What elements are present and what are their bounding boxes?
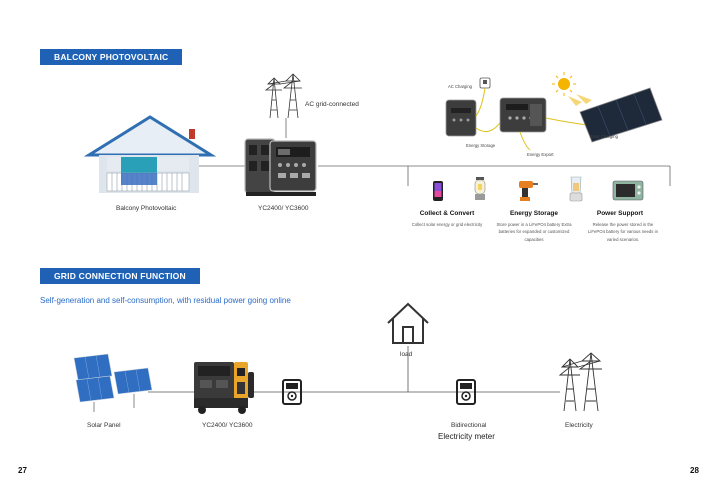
yc-device-icon bbox=[194, 362, 254, 414]
transmission-tower-icon bbox=[264, 73, 302, 119]
phone-icon bbox=[433, 181, 443, 201]
inset-energy-storage: Energy Storage bbox=[466, 143, 496, 148]
drill-icon bbox=[519, 181, 538, 201]
electricity-label: Electricity bbox=[565, 422, 593, 429]
bidirectional-meter-icon bbox=[456, 379, 476, 405]
device-label-bottom: YC2400/ YC3600 bbox=[202, 422, 253, 429]
inset-solar-charging: Solar Charging bbox=[590, 134, 618, 139]
tower-label: AC grid-connected bbox=[305, 101, 359, 108]
feature-title-collect: Collect & Convert bbox=[419, 210, 475, 217]
page-number-left: 27 bbox=[18, 466, 27, 475]
oven-icon bbox=[612, 180, 644, 201]
blender-icon bbox=[569, 176, 583, 202]
load-house-icon bbox=[387, 302, 429, 344]
house-label: Balcony Photovoltaic bbox=[116, 205, 177, 212]
meter-label: Electricity meter bbox=[438, 432, 495, 441]
feature-desc-collect: Collect solar energy or grid electricity bbox=[411, 222, 483, 227]
solar-panel-label: Solar Panel bbox=[87, 422, 121, 429]
device-label-top: YC2400/ YC3600 bbox=[258, 205, 309, 212]
section-tag-grid: GRID CONNECTION FUNCTION bbox=[40, 268, 200, 284]
bidirectional-label: Bidirectional bbox=[451, 422, 487, 429]
inset-energy-export: Energy Export bbox=[527, 152, 554, 157]
section-tag-balcony: BALCONY PHOTOVOLTAIC bbox=[40, 49, 183, 65]
feature-desc-storage: Store power in a LiFePO4 battery Extra b… bbox=[496, 222, 572, 242]
load-label: load bbox=[400, 351, 413, 358]
electricity-tower-icon bbox=[558, 352, 602, 412]
feature-title-power: Power Support bbox=[596, 210, 644, 217]
feature-desc-power: Release the power stored in the LiFePO4 … bbox=[588, 222, 658, 242]
page-number-right: 28 bbox=[690, 466, 699, 475]
electricity-meter-icon bbox=[282, 379, 302, 405]
house-illustration bbox=[83, 115, 217, 193]
feature-title-storage: Energy Storage bbox=[509, 210, 559, 217]
lamp-icon bbox=[474, 177, 486, 200]
solar-panel-icon bbox=[73, 353, 153, 412]
power-station-icon bbox=[244, 138, 317, 196]
grid-subtitle: Self-generation and self-consumption, wi… bbox=[40, 296, 291, 305]
inset-ac-charging: AC Charging bbox=[448, 84, 472, 89]
charging-inset-illustration bbox=[445, 72, 663, 151]
